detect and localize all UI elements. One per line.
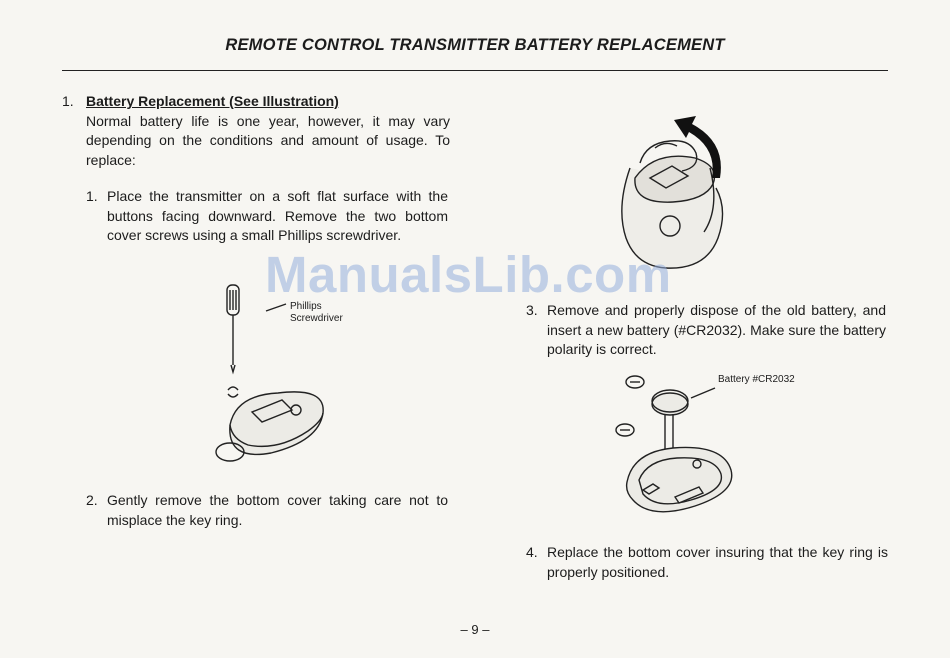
step-text: Remove and properly dispose of the old b… [547,302,886,358]
step-number: 3. [526,302,538,318]
battery-illustration [615,375,733,513]
header-divider [62,70,888,71]
section-intro: Normal battery life is one year, however… [86,112,450,168]
page-title: REMOTE CONTROL TRANSMITTER BATTERY REPLA… [225,36,725,54]
watermark: ManualsLib.com [265,246,672,303]
section-1: 1. Battery Replacement (See Illustration… [62,92,450,170]
section-heading: 1. Battery Replacement (See Illustration… [62,92,450,112]
screwdriver-label: Phillips Screwdriver [290,289,343,325]
step-text: Gently remove the bottom cover taking ca… [107,492,448,528]
step-1: 1. Place the transmitter on a soft flat … [86,187,448,246]
page-number: – 9 – [460,622,490,637]
cover-removal-illustration [621,116,724,269]
screwdriver-label-text: Phillips Screwdriver [290,301,343,324]
step-number: 4. [526,544,538,560]
battery-label: Battery #CR2032 [718,374,795,385]
step-4: 4. Replace the bottom cover insuring tha… [526,543,888,582]
screwdriver-illustration [215,284,324,462]
step-2: 2. Gently remove the bottom cover taking… [86,491,448,530]
step-text: Replace the bottom cover insuring that t… [547,544,888,580]
step-number: 2. [86,492,98,508]
section-title: Battery Replacement (See Illustration) [86,93,339,109]
step-text: Place the transmitter on a soft flat sur… [107,188,448,244]
step-number: 1. [86,188,98,204]
section-number: 1. [62,93,74,109]
step-3: 3. Remove and properly dispose of the ol… [526,301,886,360]
